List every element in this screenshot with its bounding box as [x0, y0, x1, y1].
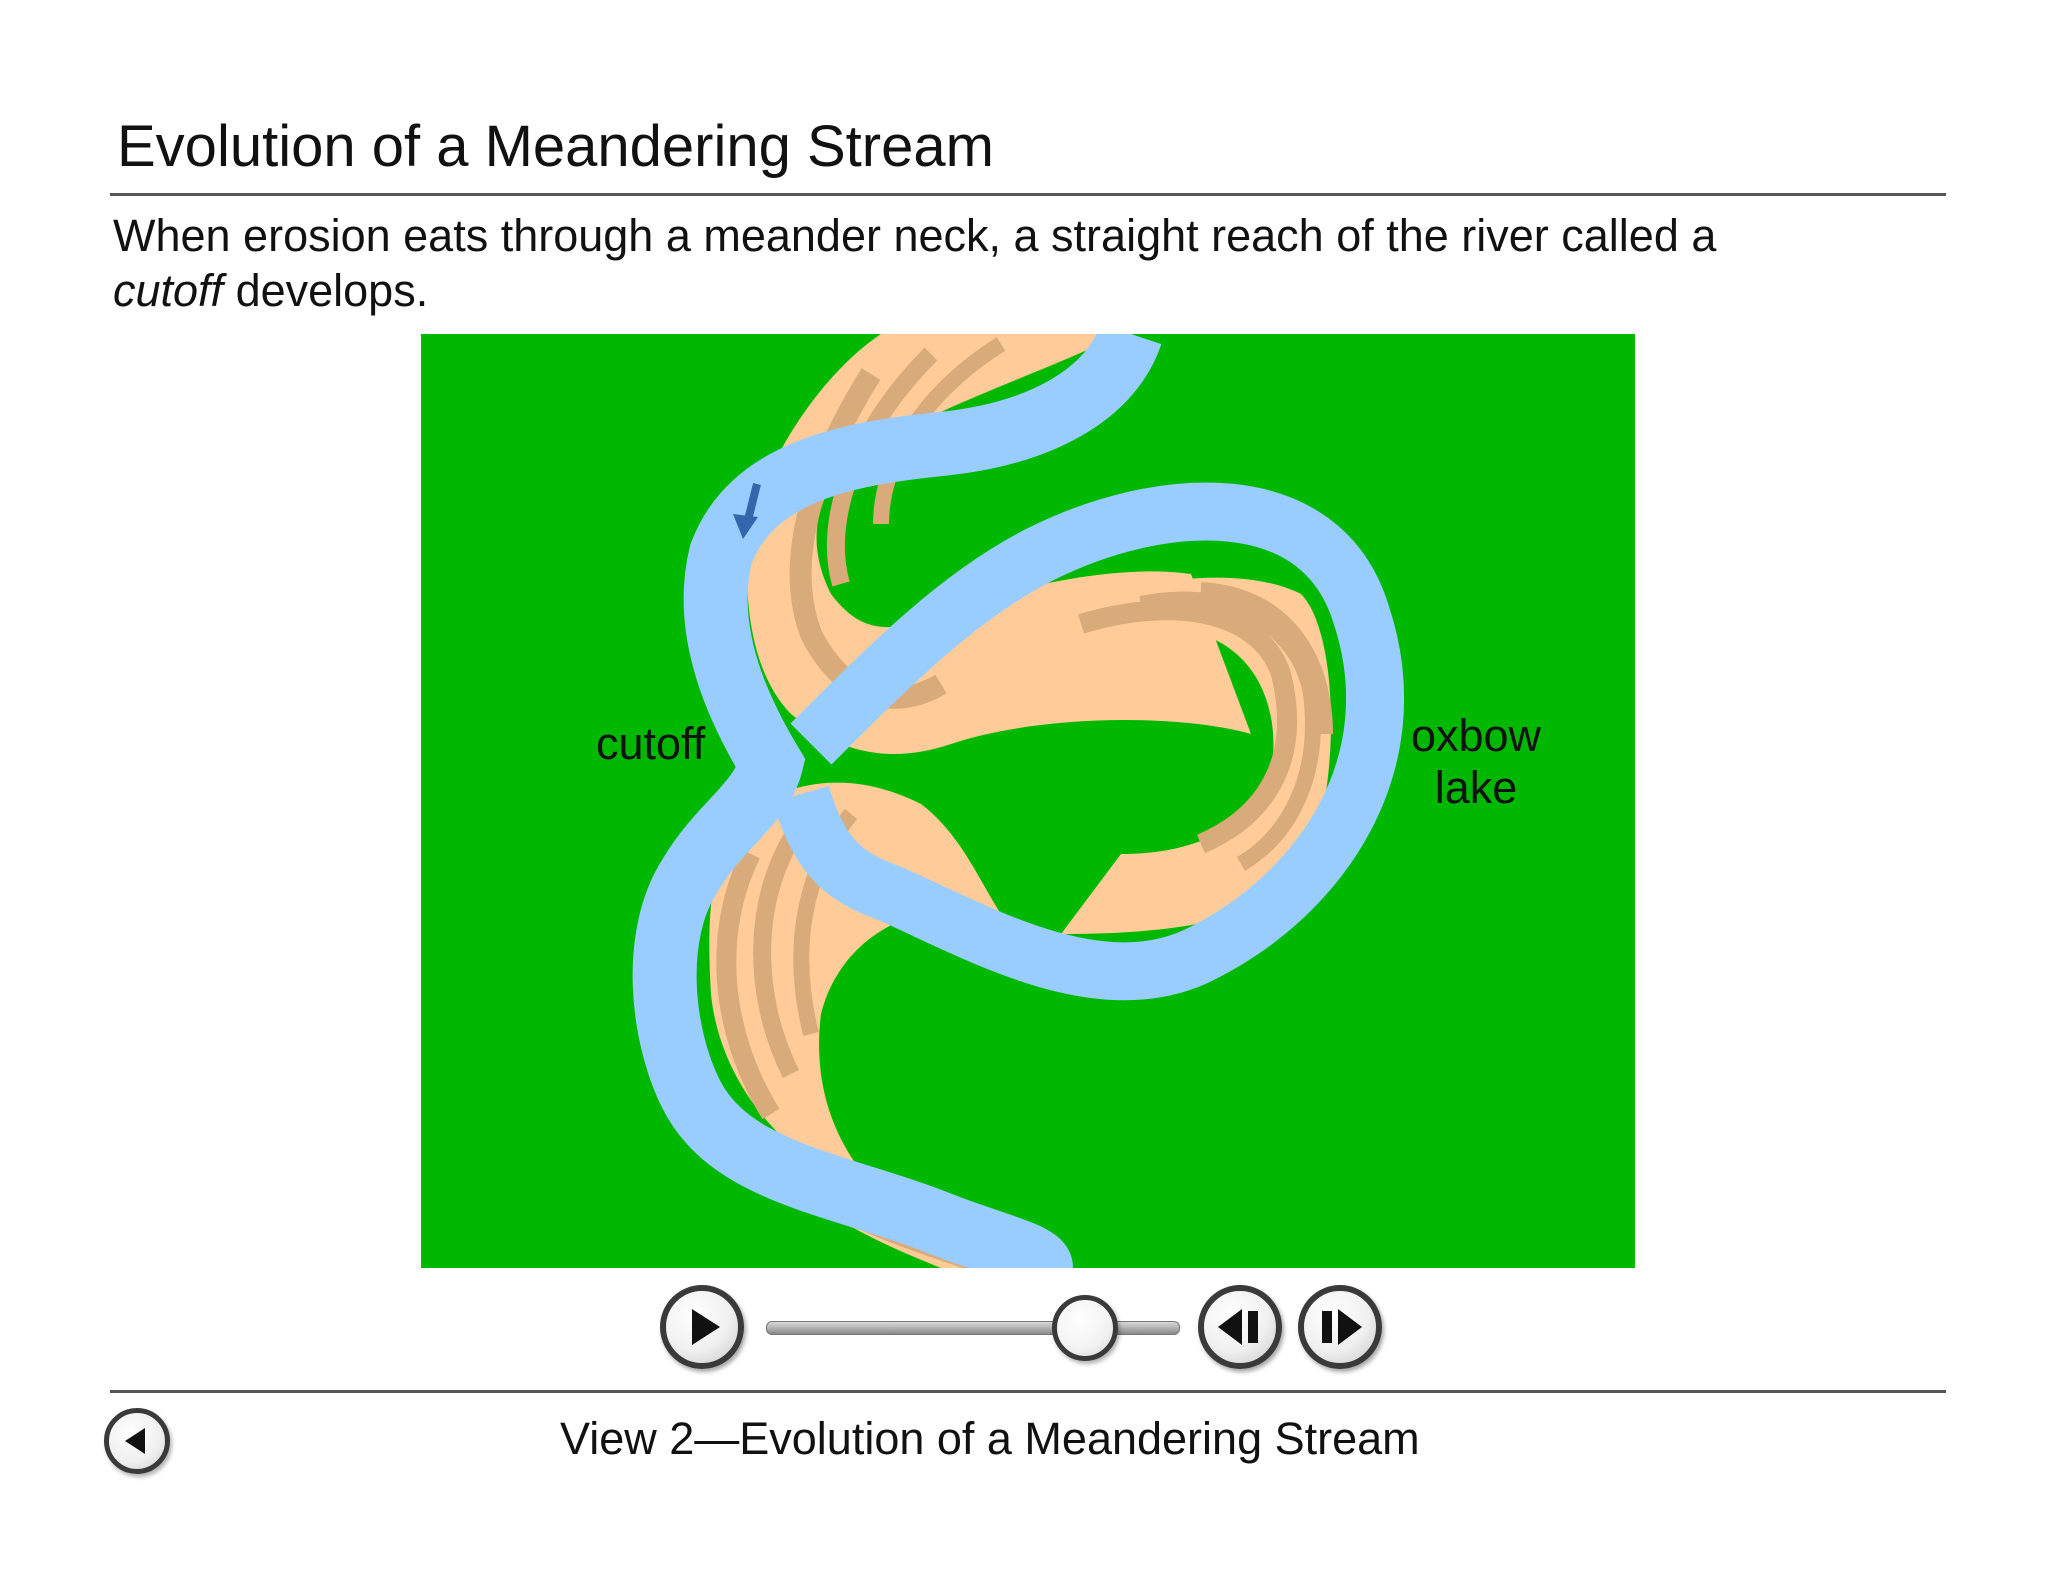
- description-term: cutoff: [113, 265, 224, 316]
- point-bar-oxbow: [1021, 577, 1331, 934]
- progress-slider-thumb[interactable]: [1051, 1295, 1118, 1361]
- step-forward-button[interactable]: [1298, 1285, 1382, 1369]
- step-forward-icon: [1322, 1309, 1362, 1345]
- oxbow-lake-label: oxbow lake: [1396, 710, 1556, 814]
- back-arrow-icon: [125, 1428, 145, 1454]
- step-back-button[interactable]: [1198, 1285, 1282, 1369]
- back-button[interactable]: [104, 1408, 170, 1474]
- page-title: Evolution of a Meandering Stream: [117, 114, 994, 179]
- progress-slider-track[interactable]: [766, 1321, 1180, 1335]
- footer-divider: [110, 1390, 1946, 1393]
- oxbow-label-line1: oxbow: [1410, 710, 1542, 761]
- oxbow-lake: [773, 482, 1405, 1001]
- cutoff-label: cutoff: [596, 718, 706, 769]
- meander-illustration: [632, 334, 1405, 1268]
- description-lead: When erosion eats through a meander neck…: [113, 210, 1717, 261]
- header-divider: [110, 193, 1946, 196]
- description-tail: develops.: [223, 265, 429, 316]
- view-caption: View 2—Evolution of a Meandering Stream: [560, 1413, 1420, 1464]
- play-button[interactable]: [660, 1285, 744, 1369]
- step-back-icon: [1218, 1309, 1258, 1345]
- oxbow-label-line2: lake: [1434, 762, 1518, 813]
- meander-diagram: cutoff oxbow lake: [421, 334, 1635, 1268]
- play-icon: [692, 1309, 720, 1345]
- description: When erosion eats through a meander neck…: [113, 208, 1913, 318]
- river-channel: [632, 334, 1162, 1268]
